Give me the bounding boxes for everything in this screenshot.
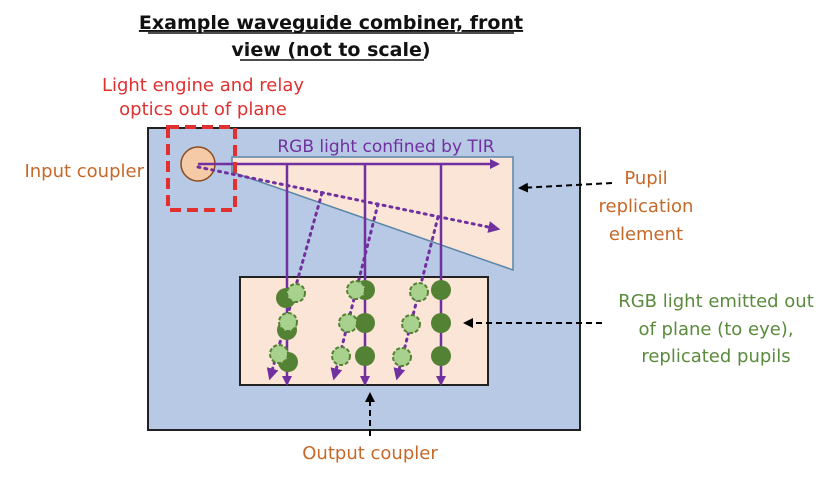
- light-engine-label-1: Light engine and relay: [102, 75, 304, 96]
- replicated-pupils-solid: [276, 280, 451, 372]
- pupil-solid: [431, 346, 451, 366]
- replicated-pupils-dashed: [269, 280, 429, 367]
- pupil-dashed: [278, 312, 298, 332]
- light-engine-footprint: [166, 125, 237, 212]
- pupil-solid: [355, 346, 375, 366]
- pupil-replication-label-3: element: [609, 224, 683, 245]
- input-coupler-label: Input coupler: [24, 161, 144, 182]
- pupil-solid: [355, 313, 375, 333]
- pupil-dashed: [338, 313, 358, 333]
- pupil-dashed: [392, 347, 412, 367]
- tir-label: RGB light confined by TIR: [277, 137, 494, 157]
- pupil-solid: [431, 313, 451, 333]
- pupil-dashed: [401, 314, 421, 334]
- emitted-light-label-2: of plane (to eye),: [638, 319, 793, 340]
- pupil-replication-leader: [518, 182, 613, 193]
- emitted-light-label-1: RGB light emitted out: [618, 291, 814, 312]
- pupil-replication-label-2: replication: [599, 196, 694, 217]
- pupil-dashed: [346, 280, 366, 300]
- pupil-dashed: [409, 282, 429, 302]
- pupil-replication-label-1: Pupil: [624, 168, 667, 189]
- emitted-light-label-3: replicated pupils: [641, 346, 790, 367]
- pupil-solid: [431, 280, 451, 300]
- pupil-dashed: [269, 344, 289, 364]
- pupil-replication-element: [231, 156, 514, 272]
- tir-ray-dotted: [196, 165, 501, 233]
- pupil-dashed: [331, 346, 351, 366]
- title-line-2: view (not to scale): [231, 39, 430, 61]
- title-line-1: Example waveguide combiner, front: [139, 12, 523, 34]
- light-engine-label-2: optics out of plane: [119, 99, 287, 120]
- output-coupler-label: Output coupler: [302, 443, 438, 464]
- pupil-dashed: [286, 283, 306, 303]
